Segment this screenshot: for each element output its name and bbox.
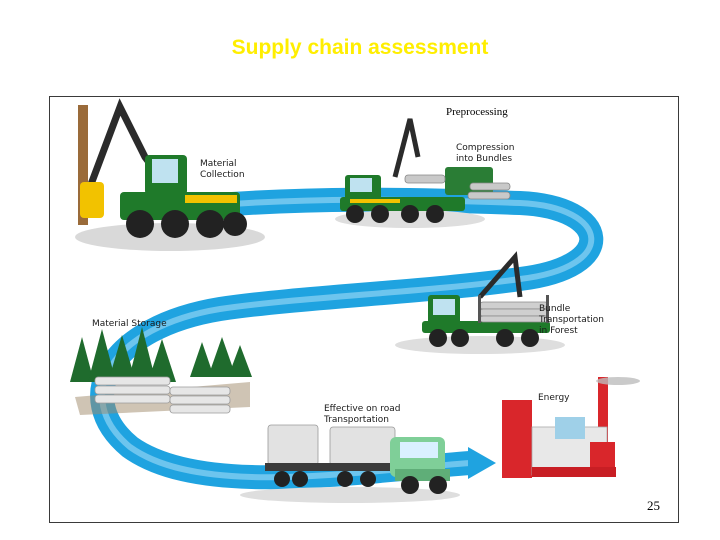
energy-label: Energy <box>538 393 570 403</box>
compression-label: Compression into Bundles <box>456 143 515 164</box>
page-number: 25 <box>647 498 660 513</box>
diagram-graphic <box>70 98 640 503</box>
material-storage-trees <box>70 327 252 415</box>
bundle-transport-label: Bundle Transportation in Forest <box>539 304 604 336</box>
energy-plant <box>502 377 640 478</box>
supply-chain-diagram: Preprocessing Material Collection Compre… <box>49 96 679 523</box>
timber-truck <box>240 424 460 503</box>
slide-title: Supply chain assessment <box>231 36 489 59</box>
bundler-machine <box>335 118 511 228</box>
road-transport-label: Effective on road Transportation <box>324 404 401 425</box>
material-collection-label: Material Collection <box>200 159 245 180</box>
forwarder-machine <box>395 251 565 354</box>
preprocessing-label: Preprocessing <box>446 106 508 118</box>
harvester-machine <box>75 98 265 251</box>
flow-arrow-head <box>468 447 496 479</box>
material-storage-label: Material Storage <box>92 319 167 329</box>
